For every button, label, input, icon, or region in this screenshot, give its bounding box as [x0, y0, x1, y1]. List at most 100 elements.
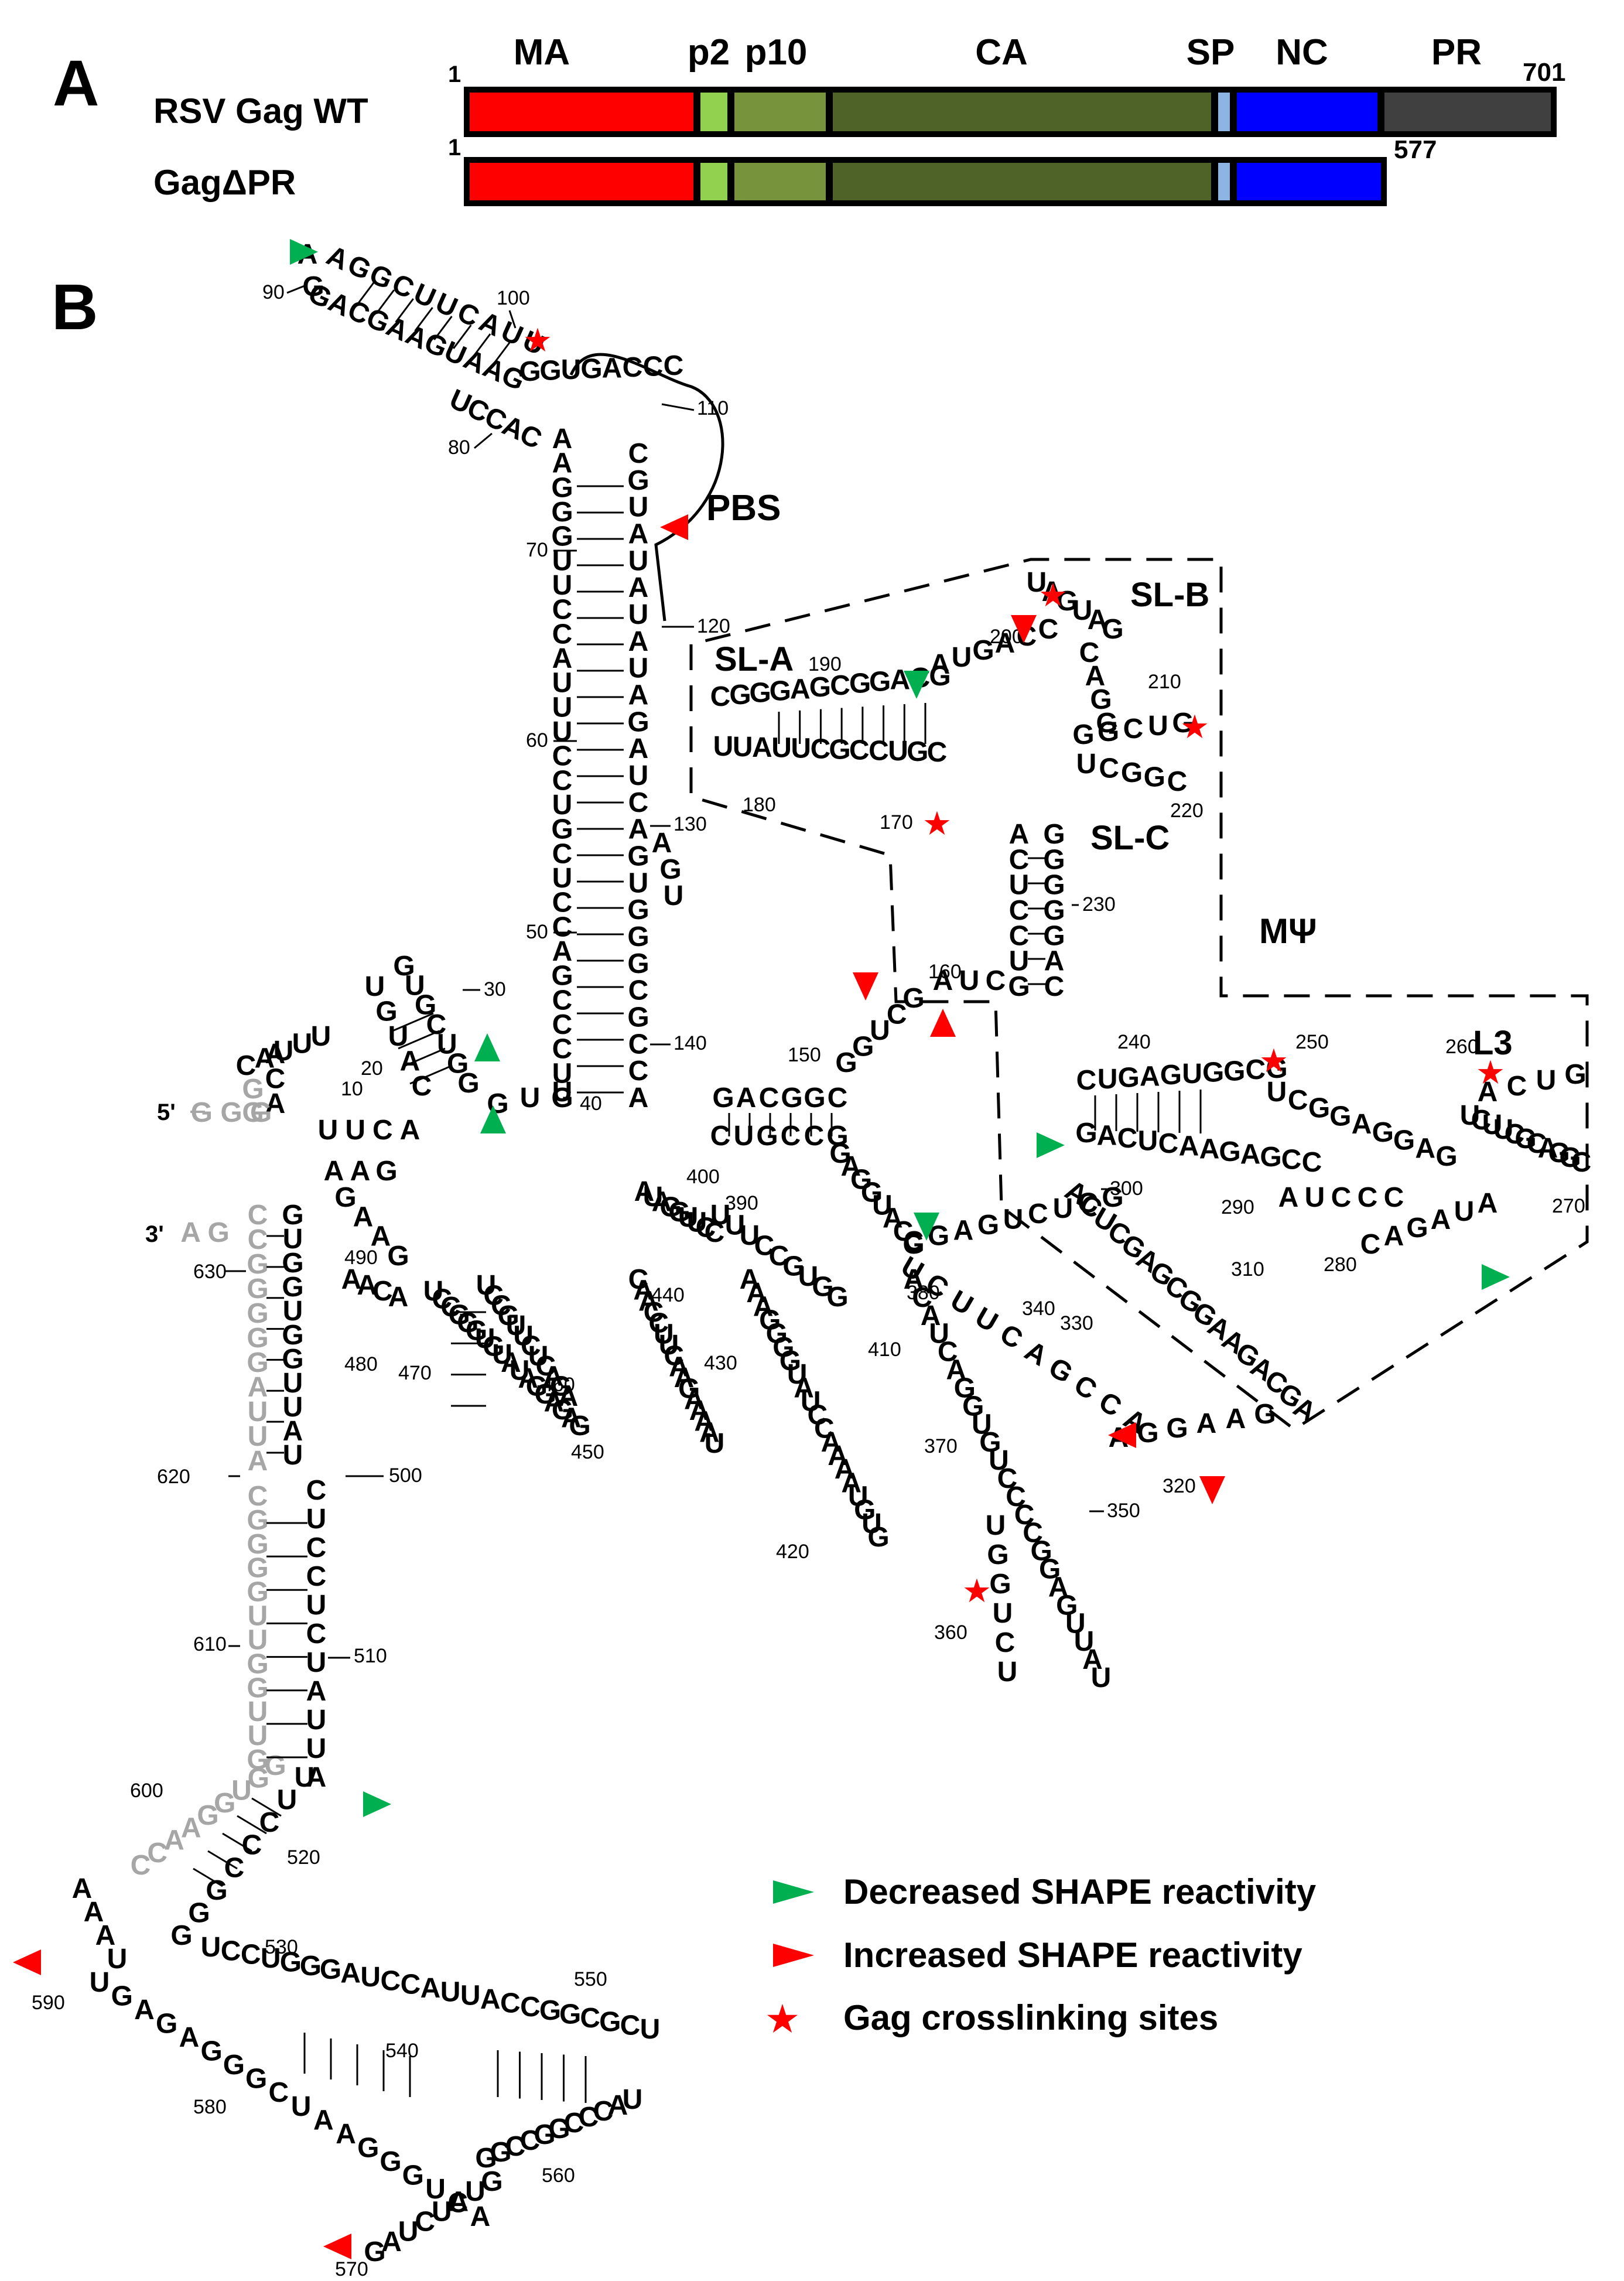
- nucleotide: C: [306, 1532, 327, 1563]
- nucleotide: G: [1118, 1063, 1140, 1094]
- domain-label-ma: MA: [514, 32, 570, 73]
- nucleotide: A: [841, 1151, 861, 1182]
- nucleotide: G: [375, 1156, 397, 1187]
- base-pair-lines: [193, 281, 1202, 2103]
- label-l3: L3: [1473, 1024, 1513, 1062]
- pos-390: 390: [725, 1192, 758, 1214]
- nucleotide: C: [1158, 1128, 1179, 1159]
- nucleotide: C: [696, 1212, 716, 1243]
- nucleotide: C: [648, 1308, 669, 1339]
- nucleotide: G: [627, 1002, 649, 1033]
- nucleotide: G: [1090, 684, 1112, 715]
- nucleotide: U: [107, 1944, 128, 1975]
- domain-label-sp: SP: [1187, 32, 1235, 73]
- nucleotide: C: [628, 975, 649, 1006]
- nucleotide: U: [510, 1355, 530, 1386]
- nucleotide: A: [543, 1361, 563, 1392]
- nucleotide: U: [423, 1276, 444, 1307]
- nucleotide: A: [306, 1762, 327, 1793]
- nucleotide: U: [1027, 567, 1047, 598]
- nucleotide: G: [475, 2143, 497, 2174]
- nucleotide: A: [1044, 946, 1065, 977]
- nucleotide: G: [772, 1332, 794, 1363]
- nucleotide: U: [1065, 1608, 1086, 1639]
- pos-550: 550: [574, 1968, 607, 1990]
- nucleotide: A: [1199, 1133, 1220, 1165]
- nucleotide: U: [292, 1029, 313, 1060]
- nucleotide: C: [938, 1337, 958, 1368]
- nucleotide: C: [401, 1969, 421, 2000]
- nucleotide: C: [1009, 895, 1030, 926]
- nucleotide: G: [387, 1241, 409, 1272]
- nucleotide: U: [306, 1647, 327, 1678]
- nucleotide: G: [759, 1305, 781, 1336]
- reactivity-markers: ★★★★★★★: [13, 239, 1510, 2259]
- wt-p2-segment: [700, 93, 727, 131]
- nucleotide: C: [483, 1280, 504, 1311]
- nucleotide: C: [552, 887, 573, 918]
- pos-150: 150: [788, 1044, 821, 1066]
- nucleotide: U: [740, 1220, 760, 1251]
- nucleotide: A: [306, 1676, 327, 1707]
- nucleotide: U: [997, 1657, 1018, 1688]
- pos-540: 540: [385, 2040, 419, 2062]
- nucleotide: U: [710, 1200, 731, 1231]
- nucleotide: C: [447, 2187, 468, 2218]
- nucleotide: A: [1415, 1133, 1435, 1164]
- nucleotide: G: [826, 1282, 848, 1313]
- nucleotide: C: [248, 1224, 268, 1255]
- nucleotide: A: [388, 1282, 409, 1313]
- label-sl-a: SL-A: [714, 640, 794, 678]
- nucleotide: C: [1009, 920, 1030, 951]
- nucleotide: C: [1023, 1518, 1043, 1549]
- nucleotide: G: [627, 948, 649, 979]
- label-pbs: PBS: [706, 488, 781, 528]
- nucleotide: U: [552, 863, 573, 894]
- nucleotide: G: [1043, 920, 1065, 951]
- nucleotide: A: [248, 1446, 268, 1477]
- nucleotide: A: [1097, 1121, 1117, 1152]
- nucleotide: U: [1053, 1193, 1073, 1224]
- nucleotide: A: [255, 1043, 275, 1074]
- nucleotide: G: [519, 356, 541, 387]
- pos-350: 350: [1107, 1500, 1140, 1522]
- nucleotide: C: [1099, 753, 1119, 784]
- nucleotide: G: [849, 668, 871, 699]
- nucleotide: G: [1056, 1590, 1078, 1621]
- nucleotide: G: [569, 1411, 590, 1442]
- nucleotide: G: [826, 1121, 848, 1152]
- nucleotide: U: [460, 1980, 481, 2012]
- nucleotide: U: [664, 880, 684, 911]
- nucleotide: A: [470, 2201, 491, 2232]
- nucleotide: G: [466, 1316, 487, 1347]
- nucleotide: G: [627, 921, 649, 952]
- nucleotide: U: [1003, 1204, 1024, 1235]
- pos-240: 240: [1117, 1031, 1151, 1053]
- nucleotide: U: [787, 1359, 808, 1390]
- nucleotide: A: [790, 674, 811, 705]
- nucleotide: A: [1278, 1182, 1299, 1213]
- pos-50: 50: [526, 921, 548, 943]
- nucleotide: A: [841, 1467, 861, 1498]
- nucleotide: A: [353, 1201, 374, 1232]
- position-numbers: 10 20 30 40 50 60 70 80 90 100 110 120 1…: [32, 281, 1585, 2280]
- nucleotide: C: [1078, 1187, 1098, 1218]
- nucleotide: U: [398, 2217, 419, 2248]
- nucleotide: U: [628, 599, 649, 630]
- label-mpsi: MΨ: [1259, 911, 1317, 951]
- three-prime-label: 3': [145, 1221, 164, 1247]
- nucleotide: A: [265, 1039, 286, 1070]
- nucleotide: U: [654, 1319, 674, 1350]
- nucleotide: G: [247, 1744, 268, 1775]
- nucleotide: G: [247, 1648, 268, 1679]
- nucleotide: U: [306, 1705, 327, 1736]
- nucleotide: U: [90, 1967, 110, 1998]
- nucleotide: G: [599, 2006, 621, 2037]
- nucleotide: G: [1564, 1059, 1586, 1090]
- nucleotide: C: [564, 2108, 584, 2139]
- nucleotide: U: [872, 1190, 893, 1221]
- nucleotide: C: [1014, 1500, 1035, 1531]
- base-pair: [395, 298, 414, 323]
- nucleotide: G: [1144, 762, 1165, 793]
